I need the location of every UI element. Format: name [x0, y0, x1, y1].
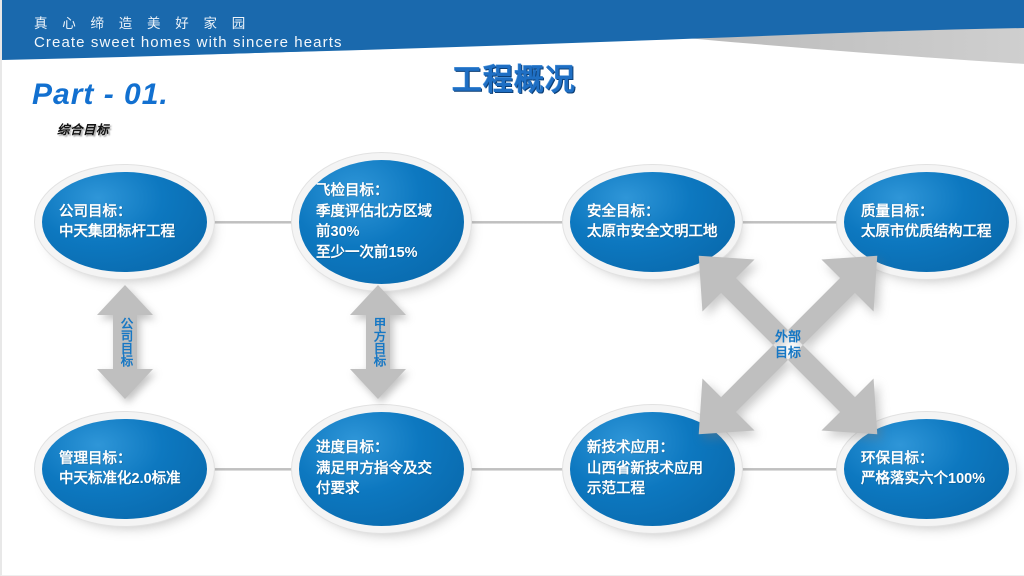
quad-arrow-icon — [698, 255, 878, 435]
node-management-goal[interactable]: 管理目标： 中天标准化2.0标准 — [42, 419, 207, 519]
tagline-english: Create sweet homes with sincere hearts — [34, 34, 343, 51]
page-title: 工程概况 — [452, 64, 576, 97]
node-quality-goal[interactable]: 质量目标： 太原市优质结构工程 — [844, 172, 1009, 272]
node-management-goal-text: 管理目标： 中天标准化2.0标准 — [59, 450, 181, 488]
connector-schedule-to-newtech — [454, 468, 578, 471]
node-new-tech-goal-text: 新技术应用： 山西省新技术应用 示范工程 — [587, 440, 703, 498]
double-arrow-vertical-icon — [97, 285, 153, 399]
node-safety-goal-text: 安全目标： 太原市安全文明工地 — [587, 203, 718, 241]
node-company-goal-text: 公司目标： 中天集团标杆工程 — [59, 203, 175, 241]
node-quality-goal-text: 质量目标： 太原市优质结构工程 — [861, 203, 992, 241]
connector-safety-to-quality — [725, 221, 851, 224]
owner-goal-double-arrow: 甲方目标 — [347, 285, 409, 399]
external-goal-arrow-label: 外部 目标 — [774, 329, 801, 360]
connector-newtech-to-environment — [725, 468, 851, 471]
part-label: Part - 01. — [32, 78, 169, 111]
brand-tagline: 真 心 缔 造 美 好 家 园 Create sweet homes with … — [34, 14, 343, 52]
company-goal-double-arrow: 公司目标 — [94, 285, 156, 399]
node-safety-goal[interactable]: 安全目标： 太原市安全文明工地 — [570, 172, 735, 272]
node-environment-goal-text: 环保目标： 严格落实六个100% — [861, 450, 986, 488]
section-subtitle: 综合目标 — [57, 123, 110, 137]
node-schedule-goal[interactable]: 进度目标： 满足甲方指令及交 付要求 — [299, 412, 464, 526]
node-flight-check-goal-text: 飞检目标： 季度评估北方区域 前30% 至少一次前15% — [316, 183, 432, 261]
connector-flightcheck-to-safety — [454, 221, 578, 224]
node-environment-goal[interactable]: 环保目标： 严格落实六个100% — [844, 419, 1009, 519]
owner-goal-arrow-label: 甲方目标 — [371, 317, 386, 367]
connector-management-to-schedule — [198, 468, 314, 471]
node-company-goal[interactable]: 公司目标： 中天集团标杆工程 — [42, 172, 207, 272]
node-flight-check-goal[interactable]: 飞检目标： 季度评估北方区域 前30% 至少一次前15% — [299, 160, 464, 284]
node-schedule-goal-text: 进度目标： 满足甲方指令及交 付要求 — [316, 440, 432, 498]
tagline-chinese: 真 心 缔 造 美 好 家 园 — [34, 16, 251, 31]
connector-company-to-flightcheck — [198, 221, 314, 224]
double-arrow-vertical-icon — [350, 285, 406, 399]
external-goal-quad-arrow: 外部 目标 — [695, 252, 881, 438]
company-goal-arrow-label: 公司目标 — [118, 317, 133, 367]
